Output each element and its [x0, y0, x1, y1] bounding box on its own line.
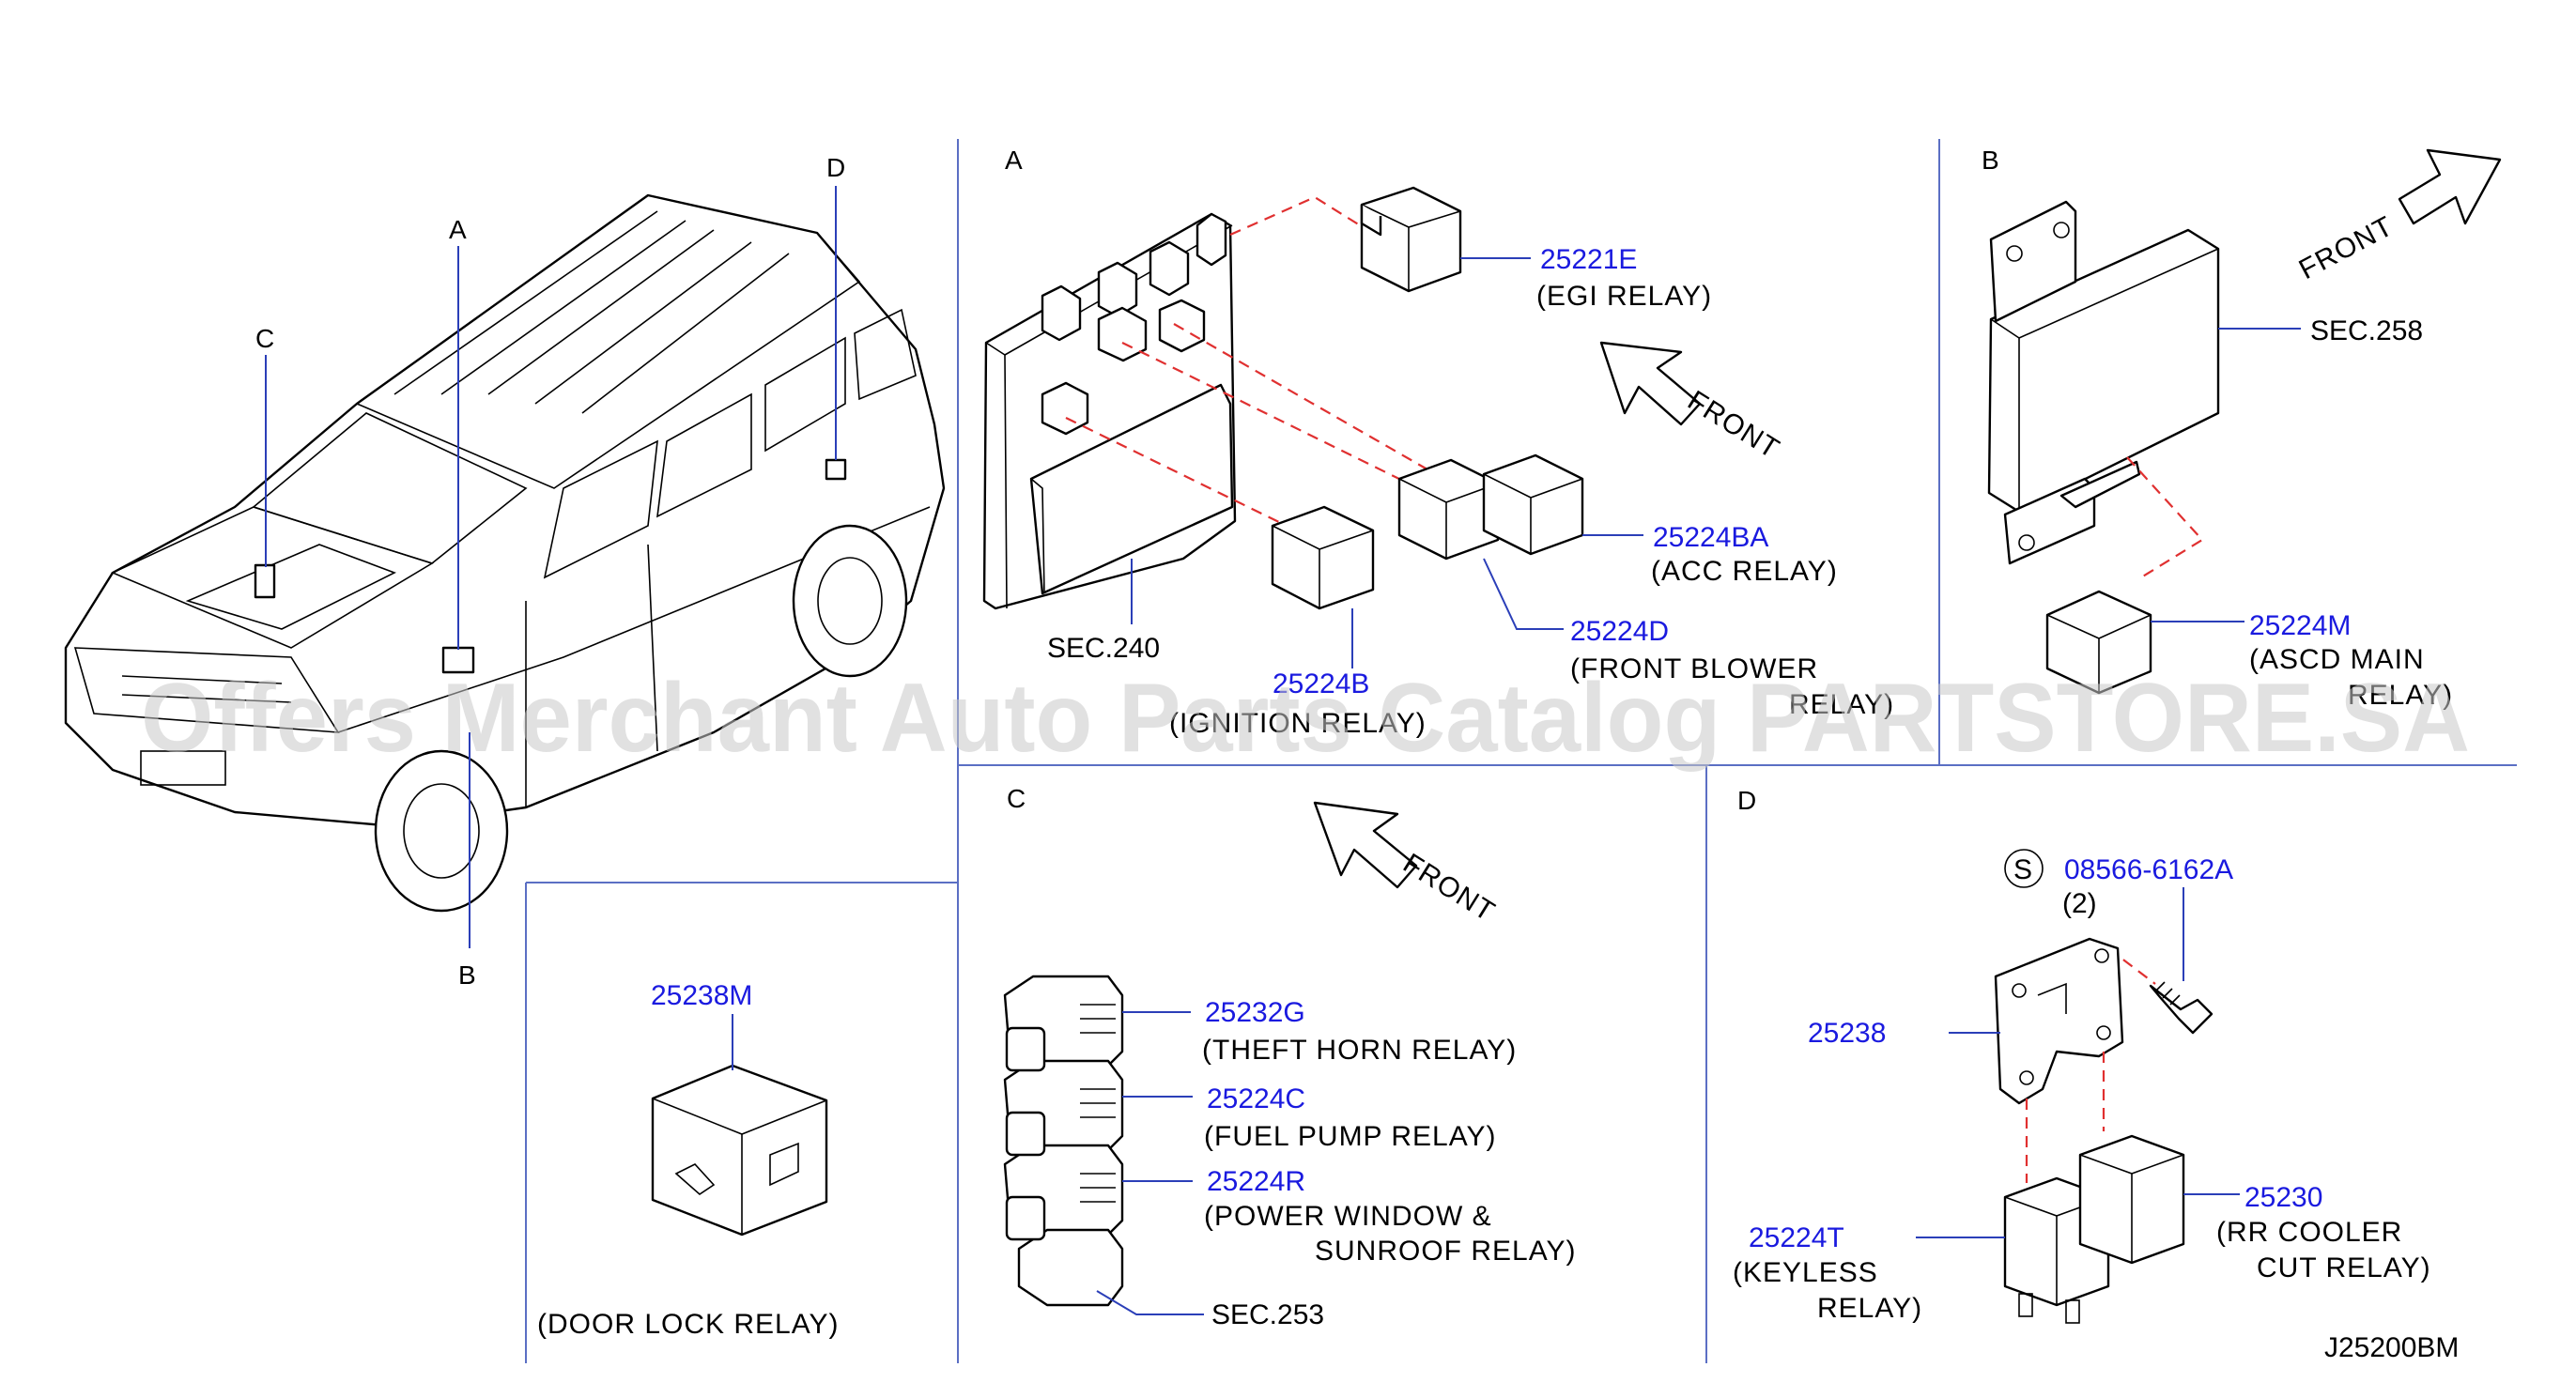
door-lock-relay	[651, 1064, 828, 1237]
bracket-number: 25238	[1808, 1018, 1886, 1049]
front-arrow-c	[1313, 801, 1418, 889]
ascd-control-unit	[1987, 200, 2220, 565]
front-blower-relay-name-2: RELAY)	[1789, 689, 1894, 720]
front-label-b: FRONT	[2294, 210, 2399, 285]
power-window-relay-number: 25224R	[1207, 1166, 1305, 1197]
sec-253-label: SEC.253	[1211, 1299, 1324, 1330]
front-arrow-b	[2398, 148, 2502, 225]
vehicle-callout-lines	[265, 186, 837, 948]
section-b-letter: B	[1982, 146, 1999, 175]
vehicle-callout-c: C	[255, 324, 274, 353]
ascd-main-relay	[2045, 590, 2152, 695]
egi-relay-number: 25221E	[1540, 244, 1637, 275]
screw-number: 08566-6162A	[2064, 854, 2233, 885]
egi-relay-name: (EGI RELAY)	[1536, 281, 1712, 312]
door-lock-relay-number: 25238M	[651, 980, 752, 1011]
ascd-main-relay-name-1: (ASCD MAIN	[2249, 644, 2425, 675]
power-window-relay-name-1: (POWER WINDOW &	[1204, 1201, 1492, 1232]
section-a-letter: A	[1005, 146, 1023, 175]
fuel-pump-relay-name: (FUEL PUMP RELAY)	[1204, 1121, 1497, 1152]
front-arrow-a	[1599, 341, 1702, 426]
sec-258-label: SEC.258	[2310, 315, 2423, 346]
front-label-a: FRONT	[1682, 385, 1784, 465]
front-label-c: FRONT	[1397, 848, 1500, 928]
relay-bracket-sec-253	[1003, 975, 1124, 1307]
egi-relay	[1360, 186, 1462, 293]
relay-bracket-25238	[1994, 937, 2124, 1105]
front-blower-relay-name-1: (FRONT BLOWER	[1570, 653, 1818, 684]
door-lock-relay-name: (DOOR LOCK RELAY)	[537, 1309, 840, 1340]
theft-horn-relay-number: 25232G	[1205, 997, 1305, 1028]
keyless-relay-number: 25224T	[1749, 1222, 1844, 1253]
ignition-relay-name: (IGNITION RELAY)	[1169, 708, 1427, 739]
acc-relay	[1397, 453, 1584, 561]
fuel-pump-relay-number: 25224C	[1207, 1083, 1305, 1114]
ascd-main-relay-number: 25224M	[2249, 610, 2351, 641]
rr-cooler-relay-name-1: (RR COOLER	[2216, 1217, 2402, 1248]
vehicle-callout-d: D	[826, 153, 845, 182]
section-frames	[525, 139, 2517, 1363]
power-window-relay-name-2: SUNROOF RELAY)	[1315, 1236, 1576, 1267]
screw-symbol: S	[2013, 854, 2032, 885]
screw	[2149, 981, 2214, 1035]
sec-240-label: SEC.240	[1047, 633, 1160, 664]
section-d-letter: D	[1737, 786, 1756, 815]
watermark: Offers Merchant Auto Parts Catalog PARTS…	[141, 664, 2470, 773]
acc-relay-name: (ACC RELAY)	[1651, 556, 1838, 587]
section-c-letter: C	[1007, 784, 1026, 813]
rr-cooler-relay-name-2: CUT RELAY)	[2257, 1252, 2431, 1283]
keyless-relay-name-2: RELAY)	[1817, 1293, 1922, 1324]
front-blower-relay-number: 25224D	[1570, 616, 1669, 647]
relay-box-sec-240	[982, 212, 1237, 610]
vehicle-callout-a: A	[449, 215, 467, 244]
vehicle-callout-b: B	[458, 960, 476, 990]
screw-qty: (2)	[2062, 888, 2097, 919]
vehicle-illustration	[64, 193, 946, 913]
theft-horn-relay-name: (THEFT HORN RELAY)	[1202, 1035, 1517, 1066]
ignition-relay	[1271, 505, 1375, 610]
ascd-main-relay-name-2: RELAY)	[2348, 680, 2453, 711]
rr-cooler-relay-number: 25230	[2244, 1182, 2322, 1213]
ignition-relay-number: 25224B	[1273, 668, 1369, 699]
acc-relay-number: 25224BA	[1653, 522, 1768, 553]
rr-cooler-cut-relay	[2078, 1134, 2185, 1265]
diagram-code: J25200BM	[2324, 1332, 2459, 1363]
keyless-relay-name-1: (KEYLESS	[1733, 1257, 1878, 1288]
screw-symbol-circle	[2004, 849, 2044, 888]
